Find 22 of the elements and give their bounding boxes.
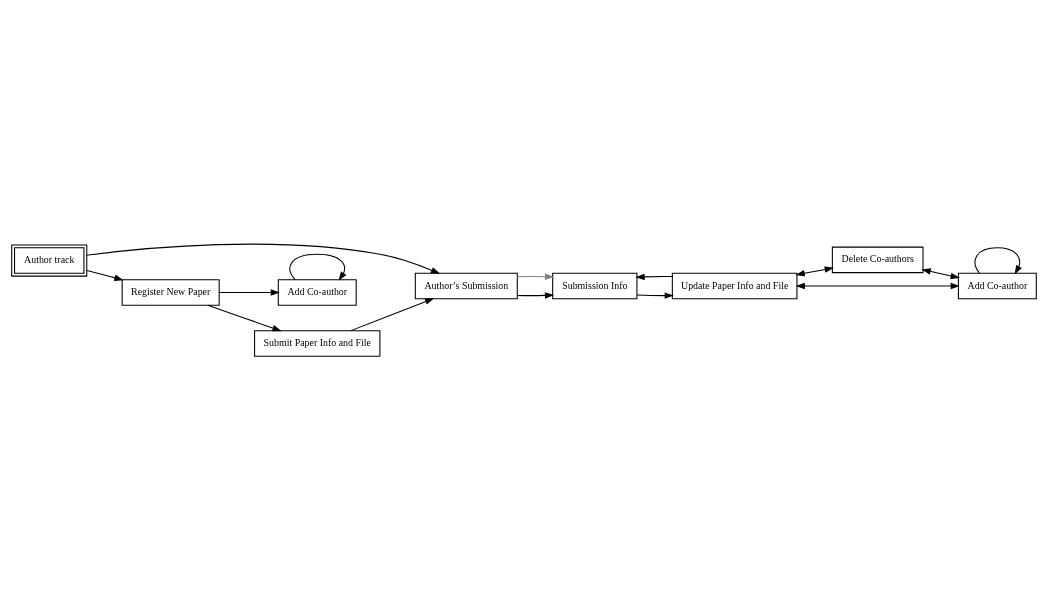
node-box: Add Co-author (957, 272, 1037, 300)
arrow (516, 292, 555, 299)
arrow (350, 298, 435, 332)
arrow (636, 292, 674, 299)
node-box: Delete Co-authors (831, 246, 924, 274)
arrow (218, 289, 280, 296)
node-box: Register New Paper (121, 279, 220, 306)
node-box: Author’s Submission (414, 272, 518, 300)
arrow (795, 266, 834, 277)
arrow (921, 268, 960, 280)
arrow (86, 269, 124, 281)
arrow (974, 247, 1022, 275)
arrow (86, 243, 441, 274)
arrow (207, 304, 282, 332)
node-box: Submit Paper Info and File (254, 330, 381, 357)
arrow (795, 282, 960, 290)
arrow (635, 273, 673, 281)
arrow (516, 273, 555, 280)
node-box: Add Co-author (277, 279, 357, 306)
node-box: Submission Info (552, 272, 638, 300)
arrow (289, 253, 347, 281)
node-box: Update Paper Info and File (671, 272, 798, 300)
